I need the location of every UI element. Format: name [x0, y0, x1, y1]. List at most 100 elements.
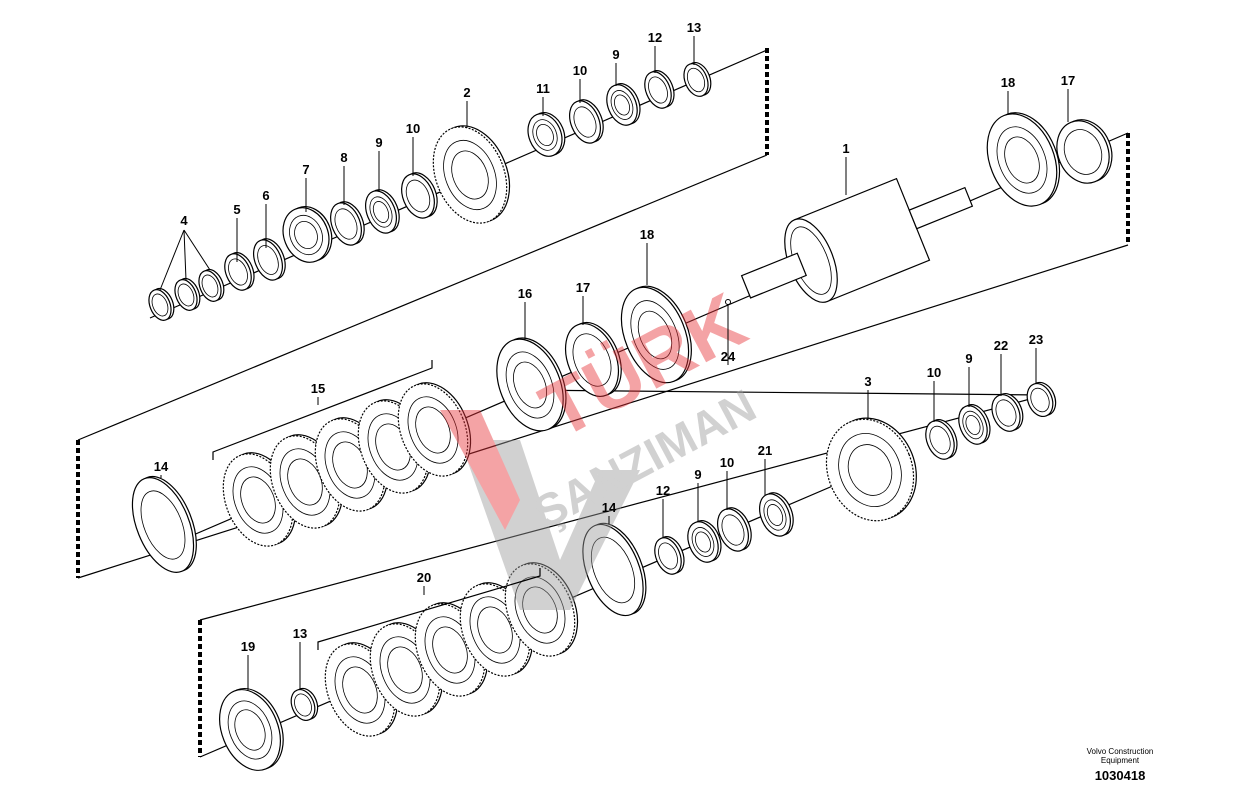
callout-c8: 8: [340, 150, 348, 205]
clutch-disc: [504, 562, 579, 657]
callout-c21: 21: [758, 443, 772, 495]
callout-number: 5: [233, 202, 240, 217]
bearing-9d: [687, 520, 722, 563]
callout-c6: 6: [262, 188, 270, 248]
o-ring-14: [131, 475, 197, 573]
bearing-18: [986, 112, 1061, 207]
ring-5: [224, 252, 255, 291]
callout-c11: 11: [536, 81, 550, 116]
callout-c1: 1: [842, 141, 850, 195]
callout-c14a: 14: [154, 459, 169, 478]
callout-number: 9: [612, 47, 619, 62]
callout-number: 9: [694, 467, 701, 482]
needle-bearing-21: [759, 492, 794, 537]
callout-c14b: 14: [602, 500, 617, 524]
callout-number: 9: [965, 351, 972, 366]
title-block: Volvo Construction Equipment 1030418: [1070, 747, 1170, 783]
ring-12b: [654, 536, 685, 575]
callout-c12a: 12: [648, 30, 662, 73]
callout-c9d: 9: [694, 467, 702, 522]
callout-number: 7: [302, 162, 309, 177]
callout-c10d: 10: [720, 455, 734, 510]
callout-c3: 3: [864, 374, 872, 420]
ring-4a: [148, 287, 175, 321]
callout-c16: 16: [518, 286, 532, 340]
callout-number: 12: [656, 483, 670, 498]
callout-number: 10: [573, 63, 587, 78]
callout-number: 3: [864, 374, 871, 389]
callout-number: 20: [417, 570, 431, 585]
callout-number: 15: [311, 381, 325, 396]
callout-number: 10: [927, 365, 941, 380]
callout-c22: 22: [994, 338, 1008, 396]
callout-c10c: 10: [927, 365, 941, 422]
needle-bearing-11: [527, 112, 566, 157]
callout-c9c: 9: [965, 351, 973, 407]
clutch-drum-1: [740, 177, 974, 303]
callout-c23: 23: [1029, 332, 1043, 384]
callout-number: 1: [842, 141, 849, 156]
parts: [131, 61, 1113, 771]
callout-number: 10: [720, 455, 734, 470]
callout-c10b: 10: [573, 63, 587, 103]
callout-c20: 20: [417, 570, 431, 595]
callout-c7: 7: [302, 162, 310, 212]
callout-number: 21: [758, 443, 772, 458]
callout-number: 13: [687, 20, 701, 35]
callout-number: 14: [602, 500, 617, 515]
callout-number: 13: [293, 626, 307, 641]
callout-c17b: 17: [576, 280, 590, 325]
callout-number: 24: [721, 349, 736, 364]
ring-17: [1056, 119, 1113, 184]
callout-number: 12: [648, 30, 662, 45]
bracket-20: [317, 568, 541, 650]
callout-number: 8: [340, 150, 347, 165]
callout-c15: 15: [311, 381, 325, 405]
callout-number: 17: [1061, 73, 1075, 88]
bearing-18b: [620, 285, 692, 384]
bracket-15: [212, 360, 433, 460]
callout-number: 9: [375, 135, 382, 150]
callout-number: 18: [1001, 75, 1015, 90]
washer-8: [330, 201, 365, 246]
callout-number: 22: [994, 338, 1008, 353]
snap-ring-13b: [290, 687, 319, 721]
callout-number: 17: [576, 280, 590, 295]
callout-c5: 5: [233, 202, 241, 262]
ring-4c: [198, 268, 225, 302]
bearing-16: [496, 337, 567, 432]
callout-c9b: 9: [612, 47, 620, 86]
callout-c9a: 9: [375, 135, 383, 192]
gear-3: [825, 417, 917, 522]
snap-ring-13: [683, 61, 712, 97]
callout-c13b: 13: [293, 626, 307, 690]
callout-number: 16: [518, 286, 532, 301]
ring-23: [1026, 381, 1057, 417]
callout-number: 10: [406, 121, 420, 136]
o-ring-14b: [582, 522, 647, 617]
callout-number: 4: [180, 213, 188, 228]
callout-number: 18: [640, 227, 654, 242]
piston-19: [219, 687, 284, 771]
drawing-number: 1030418: [1094, 768, 1146, 783]
callouts: 4 5 6 7 8 9 10 2 11 10 9 12 13 18 17 1 16 17 18 24 15 14 3 10 9 2…: [154, 20, 1075, 690]
callout-c2: 2: [463, 85, 471, 128]
callout-number: 2: [463, 85, 470, 100]
callout-c18b: 18: [640, 227, 654, 285]
callout-number: 19: [241, 639, 255, 654]
callout-c18a: 18: [1001, 75, 1015, 115]
bearing-9b: [606, 83, 641, 126]
bearing-9: [365, 189, 400, 234]
ring-17b: [564, 321, 622, 397]
callout-number: 14: [154, 459, 169, 474]
gear-2: [432, 125, 511, 224]
ring-4b: [174, 277, 201, 311]
callout-number: 11: [536, 81, 550, 96]
bearing-9c: [958, 404, 991, 445]
callout-number: 23: [1029, 332, 1043, 347]
washer-10: [401, 172, 438, 219]
callout-c19: 19: [241, 639, 255, 690]
ring-6: [253, 238, 286, 281]
